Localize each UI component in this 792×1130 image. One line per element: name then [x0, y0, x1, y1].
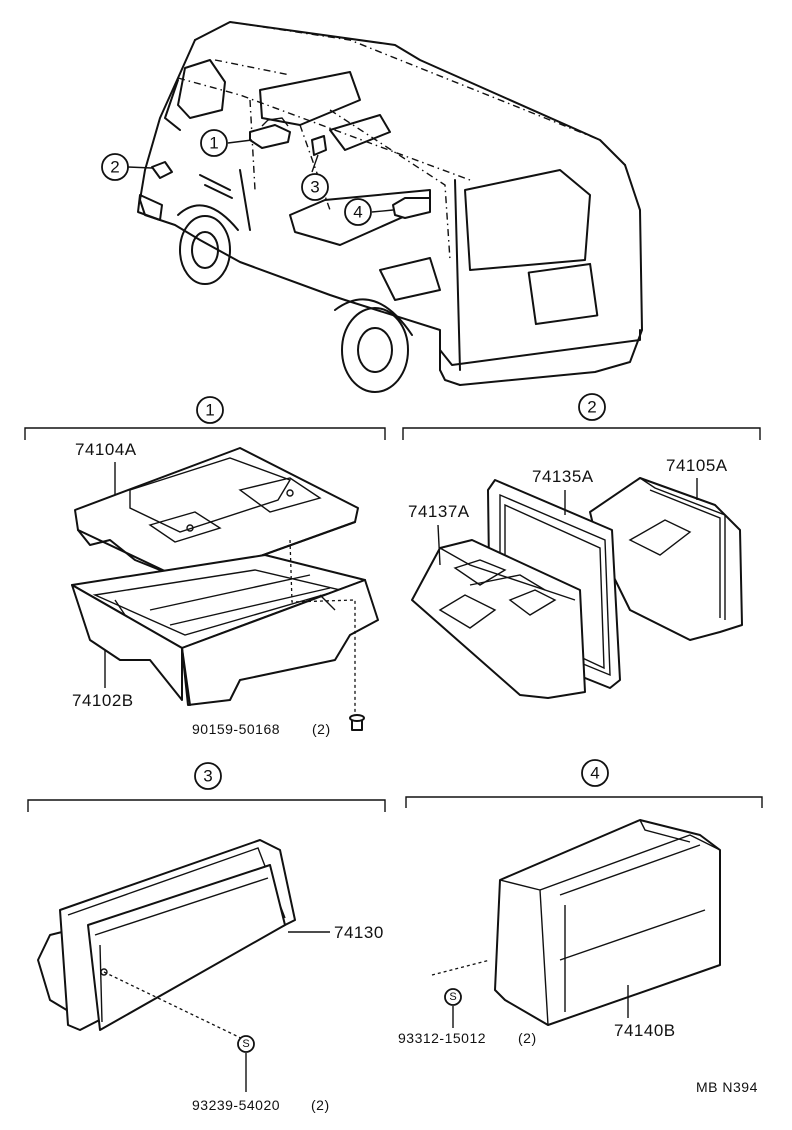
callout-4: 4	[344, 198, 372, 226]
part-74130-drawing	[37, 839, 296, 1041]
group-4-header: 4	[581, 759, 609, 787]
part-90159-50168-drawing	[289, 539, 365, 731]
label-74102B: 74102B	[72, 691, 134, 710]
svg-text:4: 4	[590, 764, 599, 783]
callout-1: 1	[200, 129, 228, 157]
group-4: 4 S 74140B 93312-15012 (2)	[398, 759, 763, 1046]
screw-mark-93312: S	[444, 988, 462, 1006]
group-1-header: 1	[196, 396, 224, 424]
svg-text:1: 1	[209, 134, 218, 153]
svg-text:4: 4	[353, 203, 362, 222]
leader-74137A	[437, 524, 441, 566]
label-74105A: 74105A	[666, 456, 728, 475]
svg-text:S: S	[449, 991, 456, 1003]
svg-text:2: 2	[587, 398, 596, 417]
group-4-bracket	[405, 796, 763, 808]
vehicle-illustration	[127, 21, 643, 393]
part-74102B-drawing	[71, 554, 379, 706]
label-74137A: 74137A	[408, 502, 470, 521]
svg-text:S: S	[242, 1038, 249, 1050]
label-93312-15012: 93312-15012	[398, 1030, 486, 1046]
group-1: 1 74104A	[24, 396, 386, 737]
group-2: 2 74137A 74135A 74105A	[402, 393, 761, 699]
svg-text:1: 1	[205, 401, 214, 420]
label-90159-50168: 90159-50168	[192, 721, 280, 737]
callout-3: 3	[301, 173, 329, 201]
group-3-bracket	[27, 799, 386, 812]
part-74137A-drawing	[411, 539, 586, 699]
label-74130: 74130	[334, 923, 384, 942]
label-74104A: 74104A	[75, 440, 137, 459]
svg-text:3: 3	[310, 178, 319, 197]
label-93239-54020: 93239-54020	[192, 1097, 280, 1113]
part-74140B-drawing	[431, 819, 721, 1026]
label-74140B: 74140B	[614, 1021, 676, 1040]
part-74105A-drawing	[589, 477, 743, 641]
group-1-bracket	[24, 427, 386, 440]
svg-text:2: 2	[110, 158, 119, 177]
label-74135A: 74135A	[532, 467, 594, 486]
footer-code: MB N394	[696, 1079, 758, 1095]
group-2-header: 2	[578, 393, 606, 421]
label-93312-15012-qty: (2)	[518, 1030, 537, 1046]
part-74104A-drawing	[74, 447, 359, 583]
label-93239-54020-qty: (2)	[311, 1097, 330, 1113]
group-3-header: 3	[194, 762, 222, 790]
svg-text:3: 3	[203, 767, 212, 786]
screw-mark-93239: S	[237, 1035, 255, 1053]
group-3: 3 S 74130 93239-54020 (2)	[27, 762, 386, 1113]
label-90159-50168-qty: (2)	[312, 721, 331, 737]
group-2-bracket	[402, 427, 761, 440]
callout-2: 2	[101, 153, 129, 181]
